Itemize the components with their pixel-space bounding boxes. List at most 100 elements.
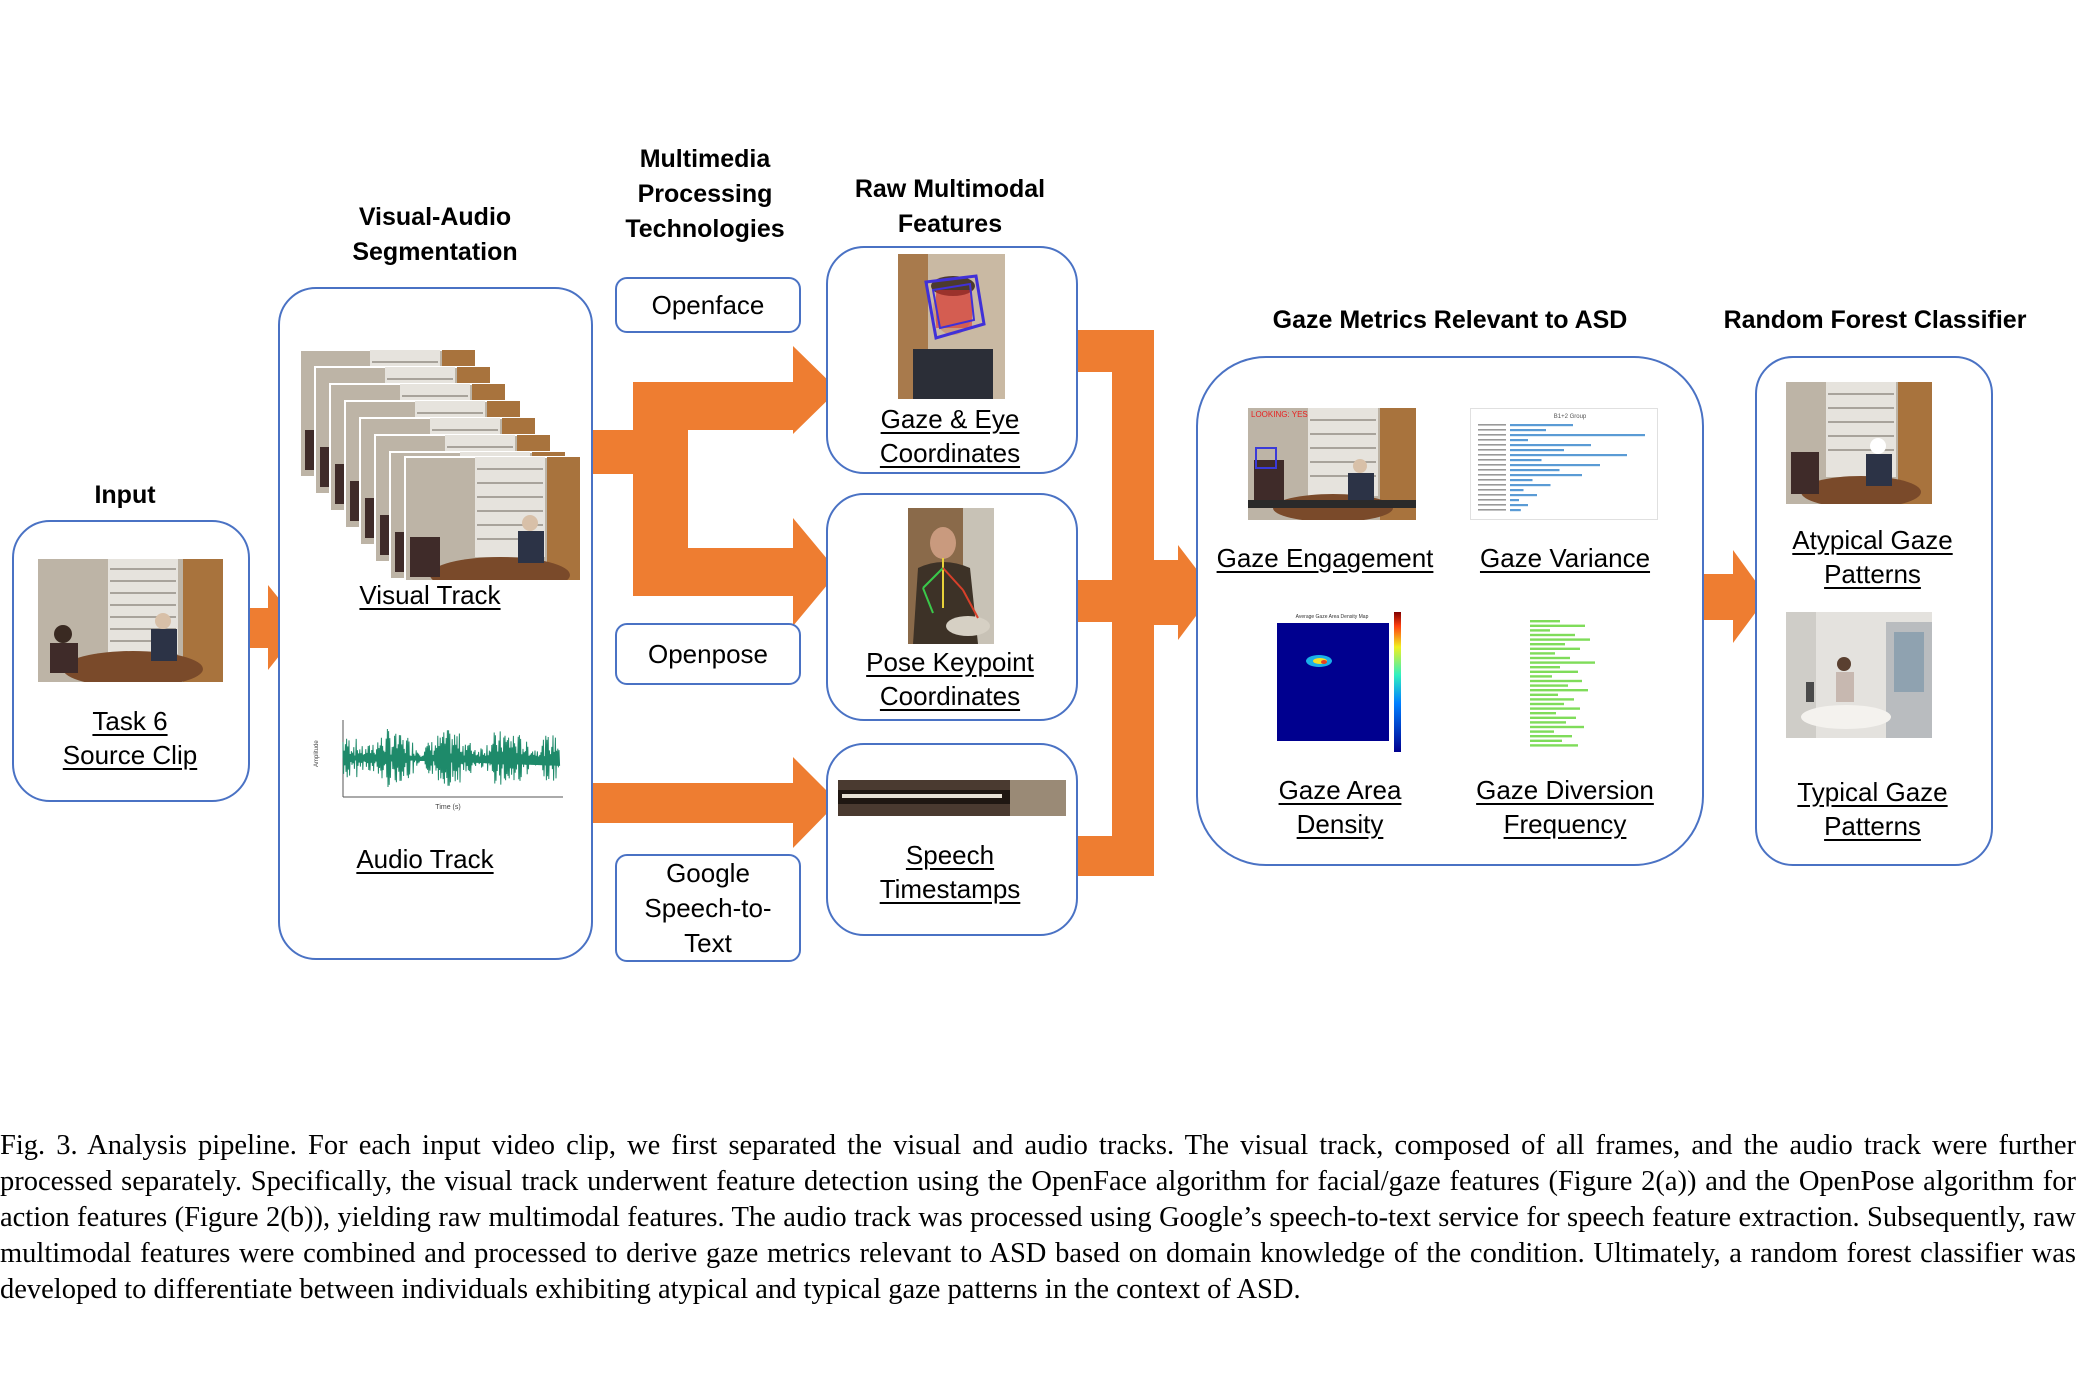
gaze-engagement-label: Gaze Engagement (1216, 543, 1434, 573)
variance-bar (1510, 454, 1627, 457)
gaze-variance-thumbnail: B1+2 Group (1470, 408, 1658, 520)
arrow-merge-bracket (1061, 330, 1214, 876)
diversion-bar (1530, 670, 1578, 673)
variance-tick-label (1478, 494, 1506, 496)
diversion-bar (1530, 620, 1560, 623)
variance-bar (1510, 489, 1524, 492)
section-title-processing: Multimedia Processing Technologies (625, 145, 785, 243)
diversion-bar (1530, 739, 1562, 742)
diversion-bar (1530, 716, 1576, 719)
variance-bar (1510, 479, 1533, 482)
diversion-bar (1530, 689, 1588, 692)
audio-waveform: Amplitude Time (s) (314, 720, 563, 811)
diversion-bar (1530, 707, 1580, 710)
variance-bar (1510, 429, 1546, 432)
diversion-bar (1530, 629, 1550, 632)
variance-bar (1510, 444, 1591, 447)
diversion-bar (1530, 624, 1585, 627)
diversion-bar (1530, 712, 1556, 715)
waveform-xlabel: Time (s) (435, 804, 460, 811)
diversion-bar (1530, 675, 1552, 678)
arrow-visual-branch (587, 346, 838, 626)
atypical-gaze-thumbnail (1786, 382, 1932, 504)
diversion-bar (1530, 638, 1590, 641)
variance-bar (1510, 424, 1573, 427)
diversion-bar (1530, 643, 1565, 646)
source-clip-thumbnail (38, 559, 223, 682)
variance-tick-label (1478, 449, 1506, 451)
diversion-bar (1530, 679, 1582, 683)
section-title-gaze-metrics: Gaze Metrics Relevant to ASD (1272, 306, 1628, 334)
diversion-bar (1530, 666, 1560, 669)
variance-tick-label (1478, 459, 1506, 461)
section-title-classifier: Random Forest Classifier (1723, 306, 2027, 334)
density-chart-title: Average Gaze Area Density Map (1296, 614, 1369, 620)
arrow-audio-to-speech (587, 757, 838, 848)
svg-text:Amplitude: Amplitude (314, 740, 320, 767)
variance-bar (1510, 509, 1521, 512)
arrow-metrics-to-classifier (1702, 550, 1767, 643)
variance-tick-label (1478, 474, 1506, 476)
diversion-bar (1530, 656, 1570, 660)
variance-tick-label (1478, 464, 1506, 466)
variance-tick-label (1478, 454, 1506, 456)
variance-bar (1510, 464, 1600, 467)
diversion-bar (1530, 698, 1574, 701)
diversion-bar (1530, 684, 1568, 687)
diversion-bar (1530, 725, 1584, 729)
variance-bar (1510, 459, 1542, 462)
speech-transcript-thumbnail (838, 780, 1066, 816)
diversion-bar (1530, 693, 1558, 696)
diversion-bar (1530, 735, 1572, 738)
variance-tick-label (1478, 509, 1506, 511)
gaze-density-thumbnail: Average Gaze Area Density Map (1262, 606, 1417, 754)
variance-bar (1510, 484, 1551, 487)
arrow-input-to-segmentation (237, 585, 302, 670)
frame-8 (404, 456, 581, 580)
variance-tick-label (1478, 479, 1506, 481)
pipeline-arrows (237, 330, 1767, 876)
variance-tick-label (1478, 489, 1506, 491)
diversion-bar (1530, 652, 1555, 655)
variance-bar (1510, 499, 1519, 502)
speech-timestamps-box (826, 743, 1078, 936)
variance-bar (1510, 434, 1645, 437)
diversion-bar (1530, 744, 1578, 747)
section-title-raw-features: Raw Multimodal Features (854, 175, 1046, 238)
variance-tick-label (1478, 469, 1506, 471)
visual-track-label: Visual Track (359, 580, 501, 610)
diversion-bar (1530, 730, 1554, 733)
looking-overlay: LOOKING: YES (1251, 410, 1308, 419)
diversion-bar (1530, 702, 1564, 706)
variance-bar (1510, 449, 1564, 452)
variance-tick-label (1478, 444, 1506, 446)
section-title-segmentation: Visual-Audio Segmentation (352, 203, 518, 266)
variance-tick-label (1478, 504, 1506, 506)
variance-tick-label (1478, 484, 1506, 486)
audio-track-label: Audio Track (356, 844, 494, 874)
diversion-bar (1530, 661, 1595, 664)
variance-tick-label (1478, 429, 1506, 431)
gaze-diversion-thumbnail (1520, 612, 1630, 752)
section-title-input: Input (94, 481, 156, 509)
variance-tick-label (1478, 434, 1506, 436)
variance-bar (1510, 469, 1560, 472)
gaze-engagement-thumbnail: LOOKING: YES (1248, 408, 1416, 520)
figure-caption: Fig. 3. Analysis pipeline. For each inpu… (0, 1130, 2076, 1305)
openface-box: Openface (615, 277, 801, 333)
variance-bar (1510, 439, 1528, 442)
openface-face-thumbnail (898, 254, 1005, 399)
diversion-bar (1530, 721, 1566, 724)
variance-bar (1510, 504, 1528, 507)
variance-tick-label (1478, 439, 1506, 441)
variance-chart-title: B1+2 Group (1554, 414, 1587, 420)
